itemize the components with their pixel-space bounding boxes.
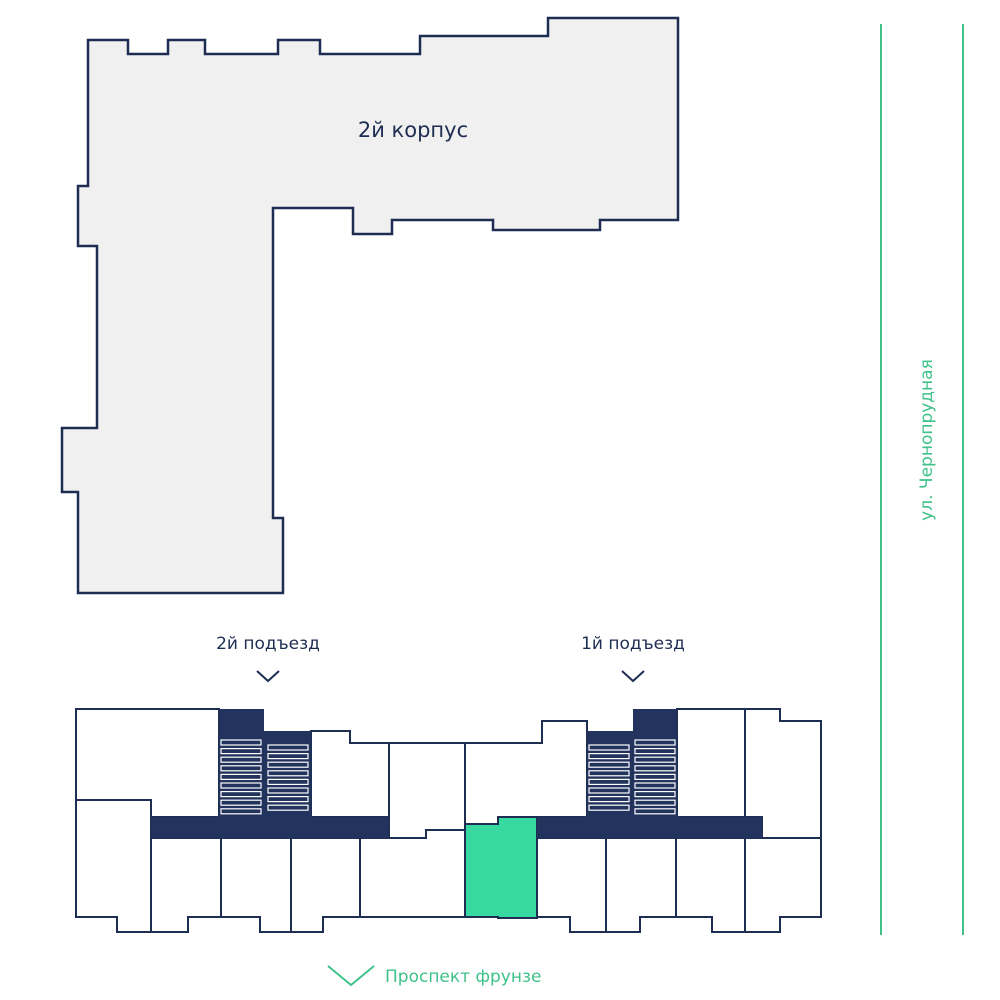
stair-step — [588, 787, 630, 794]
apartment[interactable] — [744, 837, 822, 933]
stair-step — [634, 756, 676, 763]
stair-step — [220, 790, 262, 798]
stair-step — [220, 765, 262, 772]
chevron-down-icon — [621, 670, 645, 683]
apartment[interactable] — [676, 708, 746, 818]
stairs-icon — [220, 739, 262, 815]
stair-step — [267, 778, 309, 786]
building-2-outline[interactable] — [60, 16, 680, 595]
stair-step — [634, 782, 676, 789]
apartment[interactable] — [359, 829, 466, 918]
apartment[interactable] — [290, 837, 361, 933]
stairs-icon — [634, 739, 676, 815]
stair-step — [267, 795, 309, 803]
stair-step — [634, 790, 676, 798]
apartment[interactable] — [310, 730, 390, 818]
stair-step — [634, 765, 676, 772]
stair-step — [634, 739, 676, 746]
stair-step — [634, 747, 676, 755]
stair-step — [267, 744, 309, 751]
stair-step — [220, 799, 262, 806]
stair-step — [634, 773, 676, 781]
stair-step — [267, 770, 309, 777]
stair-step — [634, 808, 676, 815]
stairs-icon — [588, 744, 630, 811]
apartment[interactable] — [220, 837, 292, 933]
stairs-icon — [267, 744, 309, 811]
apartment[interactable] — [388, 742, 466, 839]
stair-step — [267, 787, 309, 794]
floor-plan — [75, 708, 822, 933]
stair-step — [267, 761, 309, 768]
apartment[interactable] — [464, 720, 588, 825]
stair-step — [220, 747, 262, 755]
stair-step — [588, 761, 630, 768]
apartment[interactable] — [675, 837, 746, 933]
street-east-label: ул. Чернопрудная — [917, 359, 937, 521]
stair-step — [220, 808, 262, 815]
stair-step — [220, 756, 262, 763]
stair-step — [588, 744, 630, 751]
stair-step — [588, 770, 630, 777]
stair-step — [220, 782, 262, 789]
stair-step — [267, 752, 309, 760]
entrance-2-label: 2й подъезд — [216, 634, 320, 654]
stair-step — [588, 752, 630, 760]
stair-step — [588, 795, 630, 803]
corridor-west — [151, 709, 389, 838]
stair-step — [634, 799, 676, 806]
apartment[interactable] — [605, 837, 677, 933]
stair-step — [588, 778, 630, 786]
chevron-down-icon — [256, 670, 280, 683]
chevron-down-icon — [327, 965, 375, 987]
entrance-1-label: 1й подъезд — [581, 634, 685, 654]
building-2-label: 2й корпус — [358, 118, 468, 142]
stair-step — [220, 739, 262, 746]
apartment[interactable] — [75, 799, 152, 933]
selected-apartment[interactable] — [464, 816, 538, 919]
stair-step — [588, 804, 630, 811]
street-south-label: Проспект фрунзе — [385, 967, 541, 987]
stair-step — [267, 804, 309, 811]
apartment[interactable] — [150, 837, 222, 933]
apartment[interactable] — [536, 837, 607, 933]
stair-step — [220, 773, 262, 781]
